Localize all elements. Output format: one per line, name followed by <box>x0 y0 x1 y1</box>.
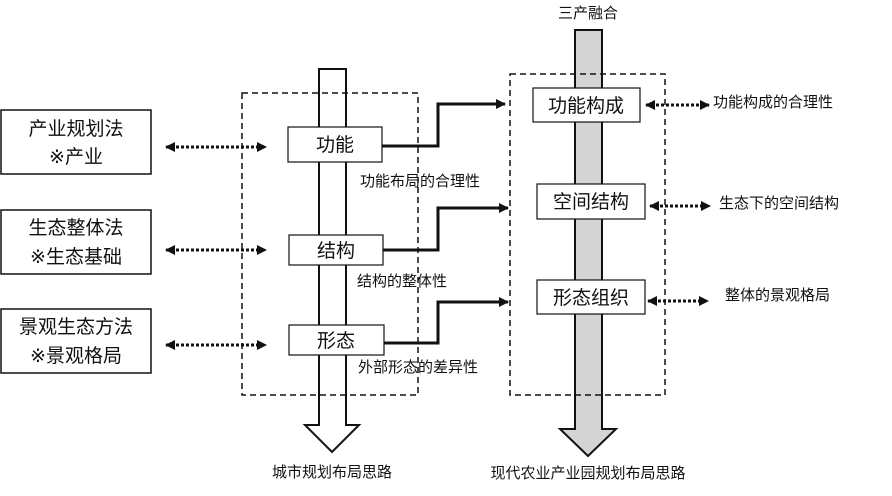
city-note: 结构的整体性 <box>357 272 447 290</box>
city-node-function: 功能 <box>287 126 383 163</box>
park-outcome: 功能构成的合理性 <box>713 93 833 111</box>
method-sub: ※景观格局 <box>30 345 122 367</box>
park-node-function: 功能构成 <box>532 87 641 123</box>
node-label: 形态组织 <box>553 287 629 309</box>
park-outcome: 整体的景观格局 <box>725 286 830 304</box>
city-dashed-frame <box>241 92 419 396</box>
city-note: 外部形态的差异性 <box>358 358 478 376</box>
method-sub: ※生态基础 <box>30 246 122 268</box>
method-box-industry: 产业规划法 ※产业 <box>0 109 152 175</box>
method-box-ecology: 生态整体法 ※生态基础 <box>0 209 152 275</box>
park-outcome: 生态下的空间结构 <box>719 194 839 212</box>
method-title: 产业规划法 <box>28 118 123 140</box>
method-title: 景观生态方法 <box>19 316 133 338</box>
park-node-form: 形态组织 <box>536 279 646 315</box>
connector-form <box>384 297 509 345</box>
park-flow-label: 现代农业产业园规划布局思路 <box>490 464 685 482</box>
city-node-structure: 结构 <box>288 234 384 266</box>
method-sub: ※产业 <box>49 146 103 168</box>
city-node-form: 形态 <box>288 324 385 356</box>
method-box-landscape: 景观生态方法 ※景观格局 <box>0 308 152 374</box>
node-label: 功能 <box>316 134 354 156</box>
method-title: 生态整体法 <box>28 217 123 239</box>
city-note: 功能布局的合理性 <box>360 172 480 190</box>
node-label: 功能构成 <box>548 95 624 117</box>
node-label: 结构 <box>317 240 355 262</box>
park-node-structure: 空间结构 <box>536 183 646 220</box>
connector-function <box>382 99 506 148</box>
city-flow-label: 城市规划布局思路 <box>272 463 392 481</box>
park-dashed-frame <box>509 73 666 396</box>
node-label: 形态 <box>317 330 355 352</box>
node-label: 空间结构 <box>553 191 629 213</box>
park-top-label: 三产融合 <box>558 4 618 22</box>
connector-structure <box>383 203 509 252</box>
